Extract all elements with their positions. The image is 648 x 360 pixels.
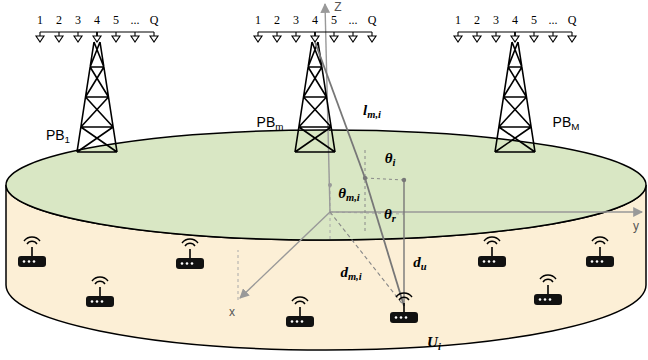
distance-symbol: du bbox=[413, 255, 426, 270]
symbol-base: PB bbox=[257, 114, 276, 130]
beacon-label: PBm bbox=[257, 115, 284, 129]
power-beacon-tower bbox=[495, 32, 535, 152]
power-beacon-tower bbox=[295, 32, 335, 152]
antenna-index: ... bbox=[349, 14, 358, 26]
y-axis bbox=[330, 211, 642, 212]
symbol-subscript: i bbox=[438, 341, 441, 352]
guide-line bbox=[238, 185, 404, 300]
antenna-index: 5 bbox=[331, 14, 337, 26]
symbol-subscript: m,i bbox=[346, 192, 360, 203]
symbol-subscript: r bbox=[392, 213, 396, 224]
axis-label: Z bbox=[334, 1, 341, 13]
symbol-base: θ bbox=[338, 185, 346, 201]
antenna-array bbox=[36, 32, 158, 42]
symbol-subscript: 1 bbox=[65, 134, 70, 145]
antenna-index: Q bbox=[368, 14, 377, 26]
symbol-base: U bbox=[427, 334, 438, 350]
distance-symbol: lm,i bbox=[363, 103, 381, 118]
antenna-index: 3 bbox=[493, 14, 499, 26]
antenna-index: 2 bbox=[474, 14, 480, 26]
angle-symbol: θm,i bbox=[338, 186, 360, 201]
symbol-base: d bbox=[413, 254, 421, 270]
symbol-subscript: m,i bbox=[367, 109, 381, 120]
symbol-base: θ bbox=[385, 150, 393, 166]
antenna-index: Q bbox=[150, 14, 159, 26]
angle-symbol: θr bbox=[384, 207, 396, 222]
antenna-index: 2 bbox=[56, 14, 62, 26]
power-beacon-tower bbox=[77, 32, 117, 152]
refracted-ray bbox=[365, 178, 404, 306]
depth-line bbox=[403, 180, 404, 306]
sensor-device bbox=[86, 277, 114, 307]
symbol-base: PB bbox=[46, 127, 65, 143]
antenna-index: 5 bbox=[531, 14, 537, 26]
antenna-index: ... bbox=[131, 14, 140, 26]
x-axis bbox=[240, 212, 330, 298]
antenna-array bbox=[254, 32, 376, 42]
distance-line bbox=[330, 212, 404, 306]
sensor-device bbox=[478, 237, 506, 267]
antenna-index: 5 bbox=[113, 14, 119, 26]
beacon-label: PB1 bbox=[46, 128, 70, 142]
antenna-index: ... bbox=[549, 14, 558, 26]
sensor-device bbox=[534, 275, 562, 305]
guide-line bbox=[365, 178, 404, 180]
symbol-base: l bbox=[363, 102, 367, 118]
sensor-device bbox=[586, 237, 614, 267]
antenna-index: 1 bbox=[455, 14, 461, 26]
symbol-base: θ bbox=[384, 206, 392, 222]
antenna-index: 1 bbox=[255, 14, 261, 26]
incident-ray bbox=[315, 42, 365, 178]
antenna-index: Q bbox=[568, 14, 577, 26]
antenna-index: 2 bbox=[274, 14, 280, 26]
axis-label: y bbox=[633, 220, 639, 232]
sensor-device bbox=[18, 237, 46, 267]
symbol-base: d bbox=[340, 264, 348, 280]
symbol-subscript: m bbox=[275, 121, 283, 132]
symbol-subscript: i bbox=[392, 157, 395, 168]
symbol-subscript: u bbox=[421, 261, 427, 272]
sensor-device bbox=[390, 293, 418, 323]
antenna-index: 4 bbox=[512, 14, 518, 26]
distance-symbol: dm,i bbox=[340, 265, 361, 280]
symbol-subscript: m,i bbox=[348, 271, 362, 282]
user-label: Ui bbox=[427, 335, 441, 350]
sensor-device bbox=[176, 239, 204, 269]
axis-label: x bbox=[229, 306, 235, 318]
surface-normal bbox=[365, 150, 366, 232]
entry-point bbox=[363, 176, 367, 180]
antenna-array bbox=[454, 32, 576, 42]
antenna-index: 1 bbox=[37, 14, 43, 26]
sensor-device bbox=[286, 297, 314, 327]
antenna-index: 4 bbox=[94, 14, 100, 26]
symbol-base: PB bbox=[553, 114, 572, 130]
antenna-index: 4 bbox=[312, 14, 318, 26]
projection-point bbox=[402, 178, 406, 182]
symbol-subscript: M bbox=[571, 121, 579, 132]
antenna-index: 3 bbox=[293, 14, 299, 26]
beacon-label: PBM bbox=[553, 115, 580, 129]
angle-symbol: θi bbox=[385, 151, 396, 166]
center-dot bbox=[328, 183, 332, 187]
antenna-index: 3 bbox=[75, 14, 81, 26]
